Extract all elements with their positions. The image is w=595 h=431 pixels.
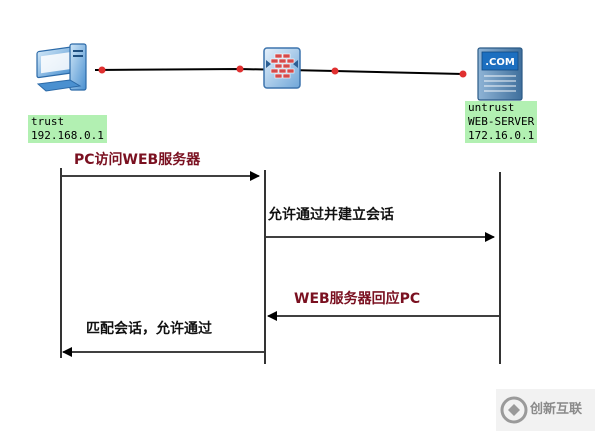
pc-label: trust 192.168.0.1: [28, 115, 107, 143]
link-port-dot: [98, 66, 106, 74]
web-server-icon: .COM: [477, 47, 523, 101]
pc-ip: 192.168.0.1: [31, 129, 104, 142]
link-port-dot: [331, 67, 339, 75]
message-label: 匹配会话，允许通过: [86, 321, 212, 337]
pc-zone: trust: [31, 115, 65, 128]
server-ip: 172.16.0.1: [468, 129, 535, 142]
watermark-logo-icon: [500, 396, 528, 424]
pc-icon: [36, 43, 87, 92]
watermark: 创新互联: [496, 389, 595, 431]
message-label: PC访问WEB服务器: [74, 152, 201, 168]
server-name: WEB-SERVER: [468, 115, 535, 128]
message-label: WEB服务器回应PC: [294, 291, 421, 307]
server-label: untrust WEB-SERVER 172.16.0.1: [465, 101, 538, 143]
message-label: 允许通过并建立会话: [268, 207, 394, 223]
server-zone: untrust: [468, 101, 515, 114]
link-port-dot: [236, 65, 244, 73]
link-port-dot: [459, 70, 467, 78]
watermark-text: 创新互联: [530, 402, 583, 417]
firewall-icon: [263, 47, 301, 89]
server-badge: .COM: [485, 57, 515, 68]
